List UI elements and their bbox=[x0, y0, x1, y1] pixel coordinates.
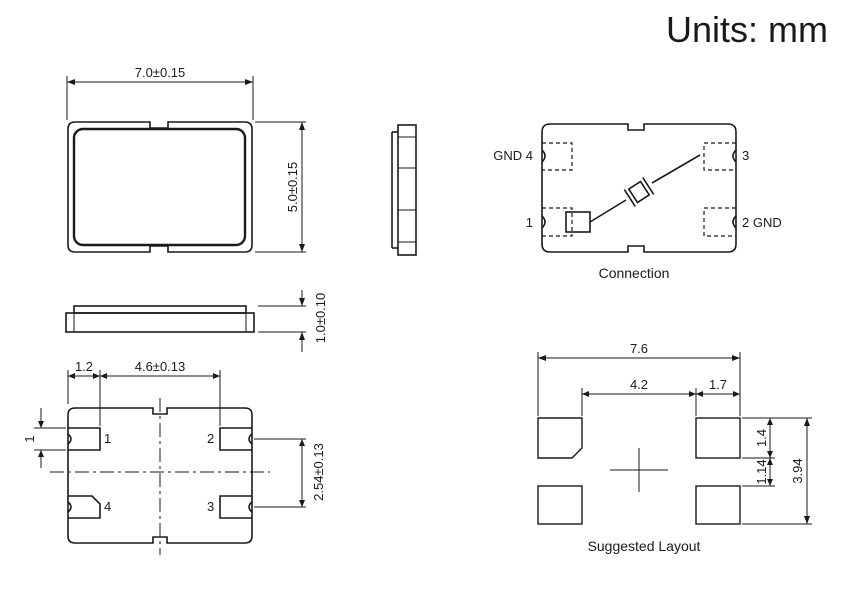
crystal-lead bbox=[651, 154, 701, 184]
pin-4-label: 4 bbox=[104, 499, 111, 514]
bottom-view: 1 2 4 3 1.2 4.6±0.13 1 2.54±0.13 bbox=[22, 359, 326, 555]
layout-pad-width-dim: 1.7 bbox=[709, 377, 727, 392]
pad-3 bbox=[219, 495, 252, 519]
pin-3-label: 3 bbox=[207, 499, 214, 514]
pad-1-dashed bbox=[542, 207, 573, 237]
crystal-pad-block bbox=[565, 211, 591, 233]
layout-pad-3 bbox=[695, 485, 741, 525]
side-base bbox=[65, 312, 255, 333]
layout-pad-4 bbox=[537, 485, 583, 525]
pad-1-notch bbox=[67, 433, 72, 445]
side-body bbox=[397, 124, 417, 256]
pin-2-label: 2 bbox=[207, 431, 214, 446]
pad-4-dashed bbox=[542, 142, 573, 171]
pad-height-dim: 1 bbox=[22, 435, 37, 442]
units-label: Units: mm bbox=[666, 9, 828, 50]
top-width-dim: 7.0±0.15 bbox=[135, 65, 186, 80]
side-lid bbox=[73, 305, 247, 314]
bottom-view-outline bbox=[67, 407, 253, 544]
layout-pitch-dim: 4.2 bbox=[630, 377, 648, 392]
connection-view: GND 4 3 1 2 GND Connection bbox=[493, 123, 782, 281]
pad-2-notch bbox=[248, 433, 253, 445]
pin-1-label: 1 bbox=[104, 431, 111, 446]
dim-arrows bbox=[299, 439, 305, 507]
pad-3-dashed bbox=[703, 142, 736, 171]
top-view-outline bbox=[67, 121, 253, 253]
pad-2-dashed bbox=[703, 207, 736, 237]
pad-1 bbox=[68, 427, 101, 451]
conn-pin1-label: 1 bbox=[526, 215, 533, 230]
conn-pin2-label: 2 GND bbox=[742, 215, 782, 230]
crystal-symbol bbox=[623, 177, 655, 207]
notch bbox=[541, 149, 546, 163]
dim-arrows bbox=[767, 418, 773, 486]
connection-outline bbox=[541, 123, 737, 253]
conn-pin3-label: 3 bbox=[742, 148, 749, 163]
layout-width-dim: 7.6 bbox=[630, 341, 648, 356]
side-view-front: 1.0±0.10 bbox=[65, 290, 328, 352]
connection-caption: Connection bbox=[599, 265, 670, 281]
top-view: 7.0±0.15 5.0±0.15 bbox=[66, 65, 306, 253]
pad-4-notch bbox=[67, 501, 72, 513]
layout-pad-1 bbox=[537, 417, 583, 459]
pitch-x-dim: 4.6±0.13 bbox=[135, 359, 186, 374]
layout-gap-dim: 1.14 bbox=[754, 459, 769, 484]
top-view-lid bbox=[72, 127, 247, 247]
layout-height-dim: 3.94 bbox=[790, 458, 805, 483]
notch bbox=[732, 215, 737, 229]
top-height-dim: 5.0±0.15 bbox=[285, 162, 300, 213]
crystal-lead bbox=[589, 199, 627, 223]
layout-pad-2 bbox=[695, 417, 741, 459]
suggested-layout: 7.6 4.2 1.7 1.4 1.14 3.94 Suggested Layo… bbox=[537, 341, 812, 554]
dim-arrows bbox=[582, 391, 740, 397]
notch bbox=[541, 215, 546, 229]
dim-arrows bbox=[38, 421, 44, 457]
conn-pin4-label: GND 4 bbox=[493, 148, 533, 163]
pitch-y-dim: 2.54±0.13 bbox=[311, 443, 326, 501]
layout-pad-height-dim: 1.4 bbox=[754, 429, 769, 447]
pad-2 bbox=[219, 427, 252, 451]
pad-3-notch bbox=[248, 501, 253, 513]
pad-4 bbox=[68, 495, 101, 519]
dim-arrows bbox=[299, 298, 305, 340]
layout-caption: Suggested Layout bbox=[588, 538, 701, 554]
side-height-dim: 1.0±0.10 bbox=[313, 293, 328, 344]
margin-dim: 1.2 bbox=[75, 359, 93, 374]
side-view-right bbox=[391, 124, 417, 256]
notch bbox=[732, 149, 737, 163]
dim-arrows bbox=[68, 373, 220, 379]
